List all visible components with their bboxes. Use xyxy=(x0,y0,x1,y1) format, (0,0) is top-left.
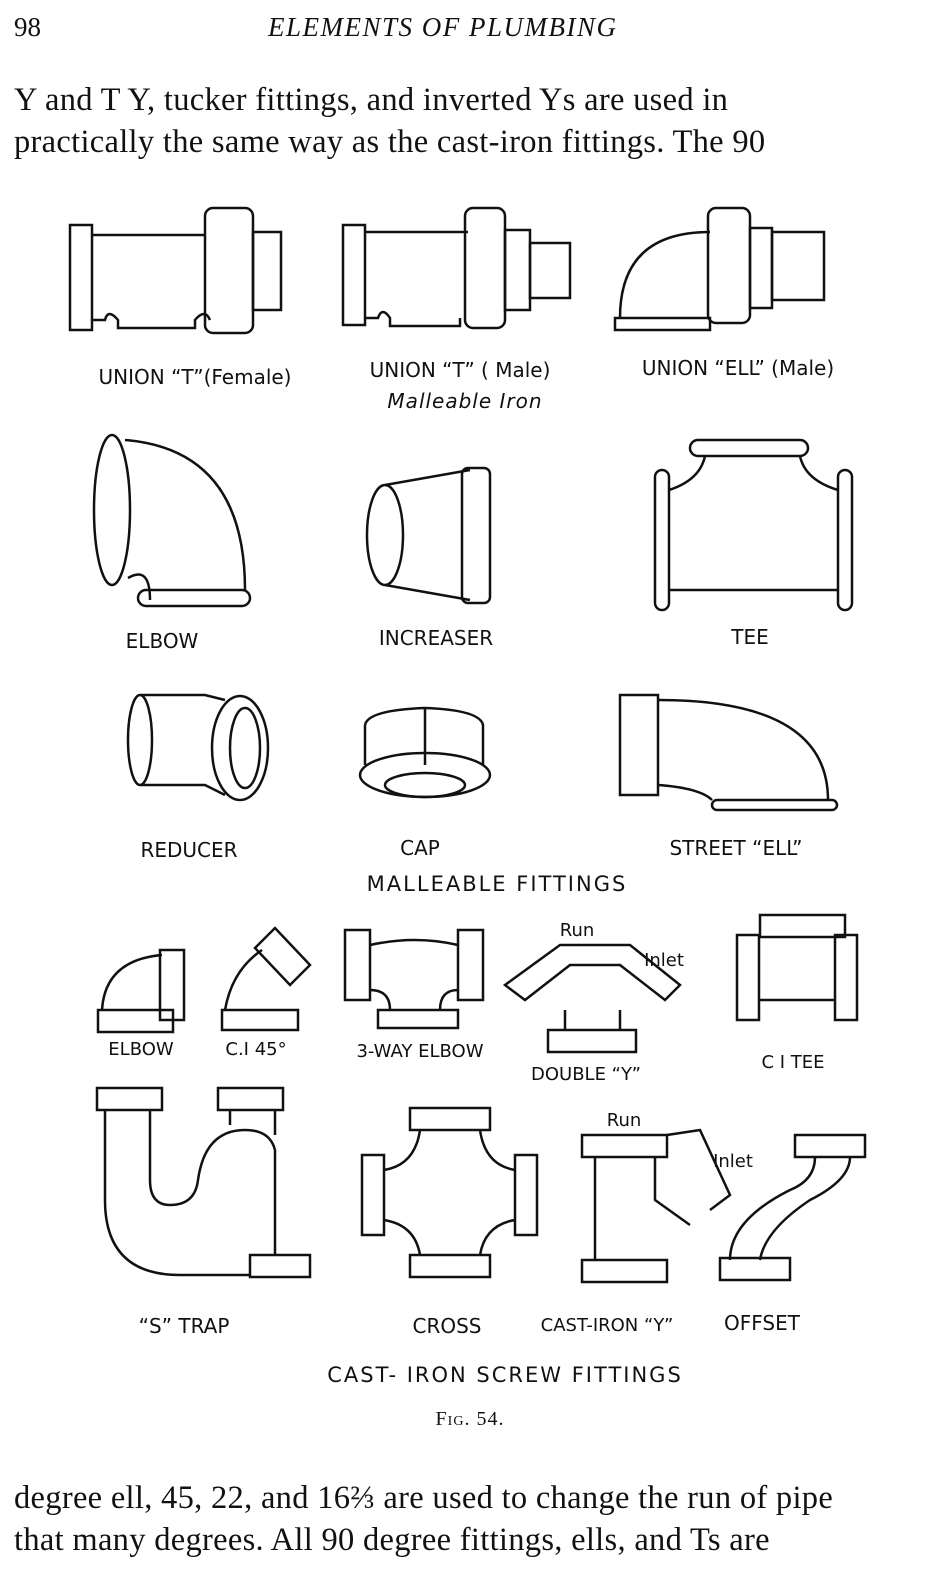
body-line: degree ell, 45, 22, and 16⅔ are used to … xyxy=(14,1480,834,1516)
label-cast-iron-y-inlet: Inlet xyxy=(713,1151,753,1172)
ci-45-drawing xyxy=(220,926,312,1032)
label-union-ell-male: UNION “ELL” (Male) xyxy=(641,356,835,380)
tee-drawing xyxy=(653,438,854,612)
cast-iron-y-drawing xyxy=(580,1128,732,1284)
label-union-t-female: UNION “T”(Female) xyxy=(98,365,292,389)
caption-cast-iron-screw-fittings: CAST- IRON SCREW FITTINGS xyxy=(327,1363,683,1387)
page-number: 98 xyxy=(14,12,41,42)
cross-drawing xyxy=(360,1106,539,1279)
label-union-t-male: UNION “T” ( Male) xyxy=(369,358,551,382)
double-y-drawing xyxy=(502,943,682,1054)
label-reducer: REDUCER xyxy=(140,838,238,862)
street-ell-drawing xyxy=(618,693,839,812)
reducer-drawing xyxy=(126,693,270,802)
label-street-ell: STREET “ELL” xyxy=(669,836,803,860)
label-double-y: DOUBLE “Y” xyxy=(530,1064,642,1085)
label-three-way-elbow: 3-WAY ELBOW xyxy=(356,1041,484,1062)
label-elbow: ELBOW xyxy=(125,629,199,653)
running-title: ELEMENTS OF PLUMBING xyxy=(268,12,618,42)
label-cap: CAP xyxy=(400,836,440,860)
label-ci-tee: C I TEE xyxy=(761,1052,825,1073)
label-cast-iron-y-run: Run xyxy=(606,1110,642,1131)
body-line: Y and T Y, tucker fittings, and inverted… xyxy=(14,82,729,118)
union-t-female-drawing xyxy=(68,206,283,335)
ci-elbow-drawing xyxy=(96,948,186,1034)
cap-drawing xyxy=(358,706,492,799)
label-double-y-inlet: Inlet xyxy=(644,950,684,971)
increaser-drawing xyxy=(365,466,492,605)
label-tee: TEE xyxy=(731,625,769,649)
label-offset: OFFSET xyxy=(724,1311,800,1335)
union-t-male-drawing xyxy=(341,206,572,330)
body-line: practically the same way as the cast-iro… xyxy=(14,124,766,160)
elbow-drawing xyxy=(92,433,252,608)
label-ci-elbow: ELBOW xyxy=(108,1039,174,1060)
union-ell-male-drawing xyxy=(613,206,826,332)
s-trap-drawing xyxy=(95,1086,312,1279)
body-line: that many degrees. All 90 degree fitting… xyxy=(14,1522,770,1558)
figure-number: Fig. 54. xyxy=(435,1408,505,1430)
label-double-y-run: Run xyxy=(559,920,595,941)
label-malleable-iron: Malleable Iron xyxy=(387,389,543,413)
ci-tee-drawing xyxy=(735,913,859,1022)
label-ci-45: C.I 45° xyxy=(225,1039,287,1060)
offset-drawing xyxy=(718,1133,867,1282)
label-cast-iron-y: CAST-IRON “Y” xyxy=(540,1315,674,1336)
label-s-trap: “S” TRAP xyxy=(138,1314,230,1338)
caption-malleable-fittings: MALLEABLE FITTINGS xyxy=(366,872,628,896)
label-increaser: INCREASER xyxy=(378,626,494,650)
label-cross: CROSS xyxy=(412,1314,482,1338)
three-way-elbow-drawing xyxy=(343,928,485,1030)
